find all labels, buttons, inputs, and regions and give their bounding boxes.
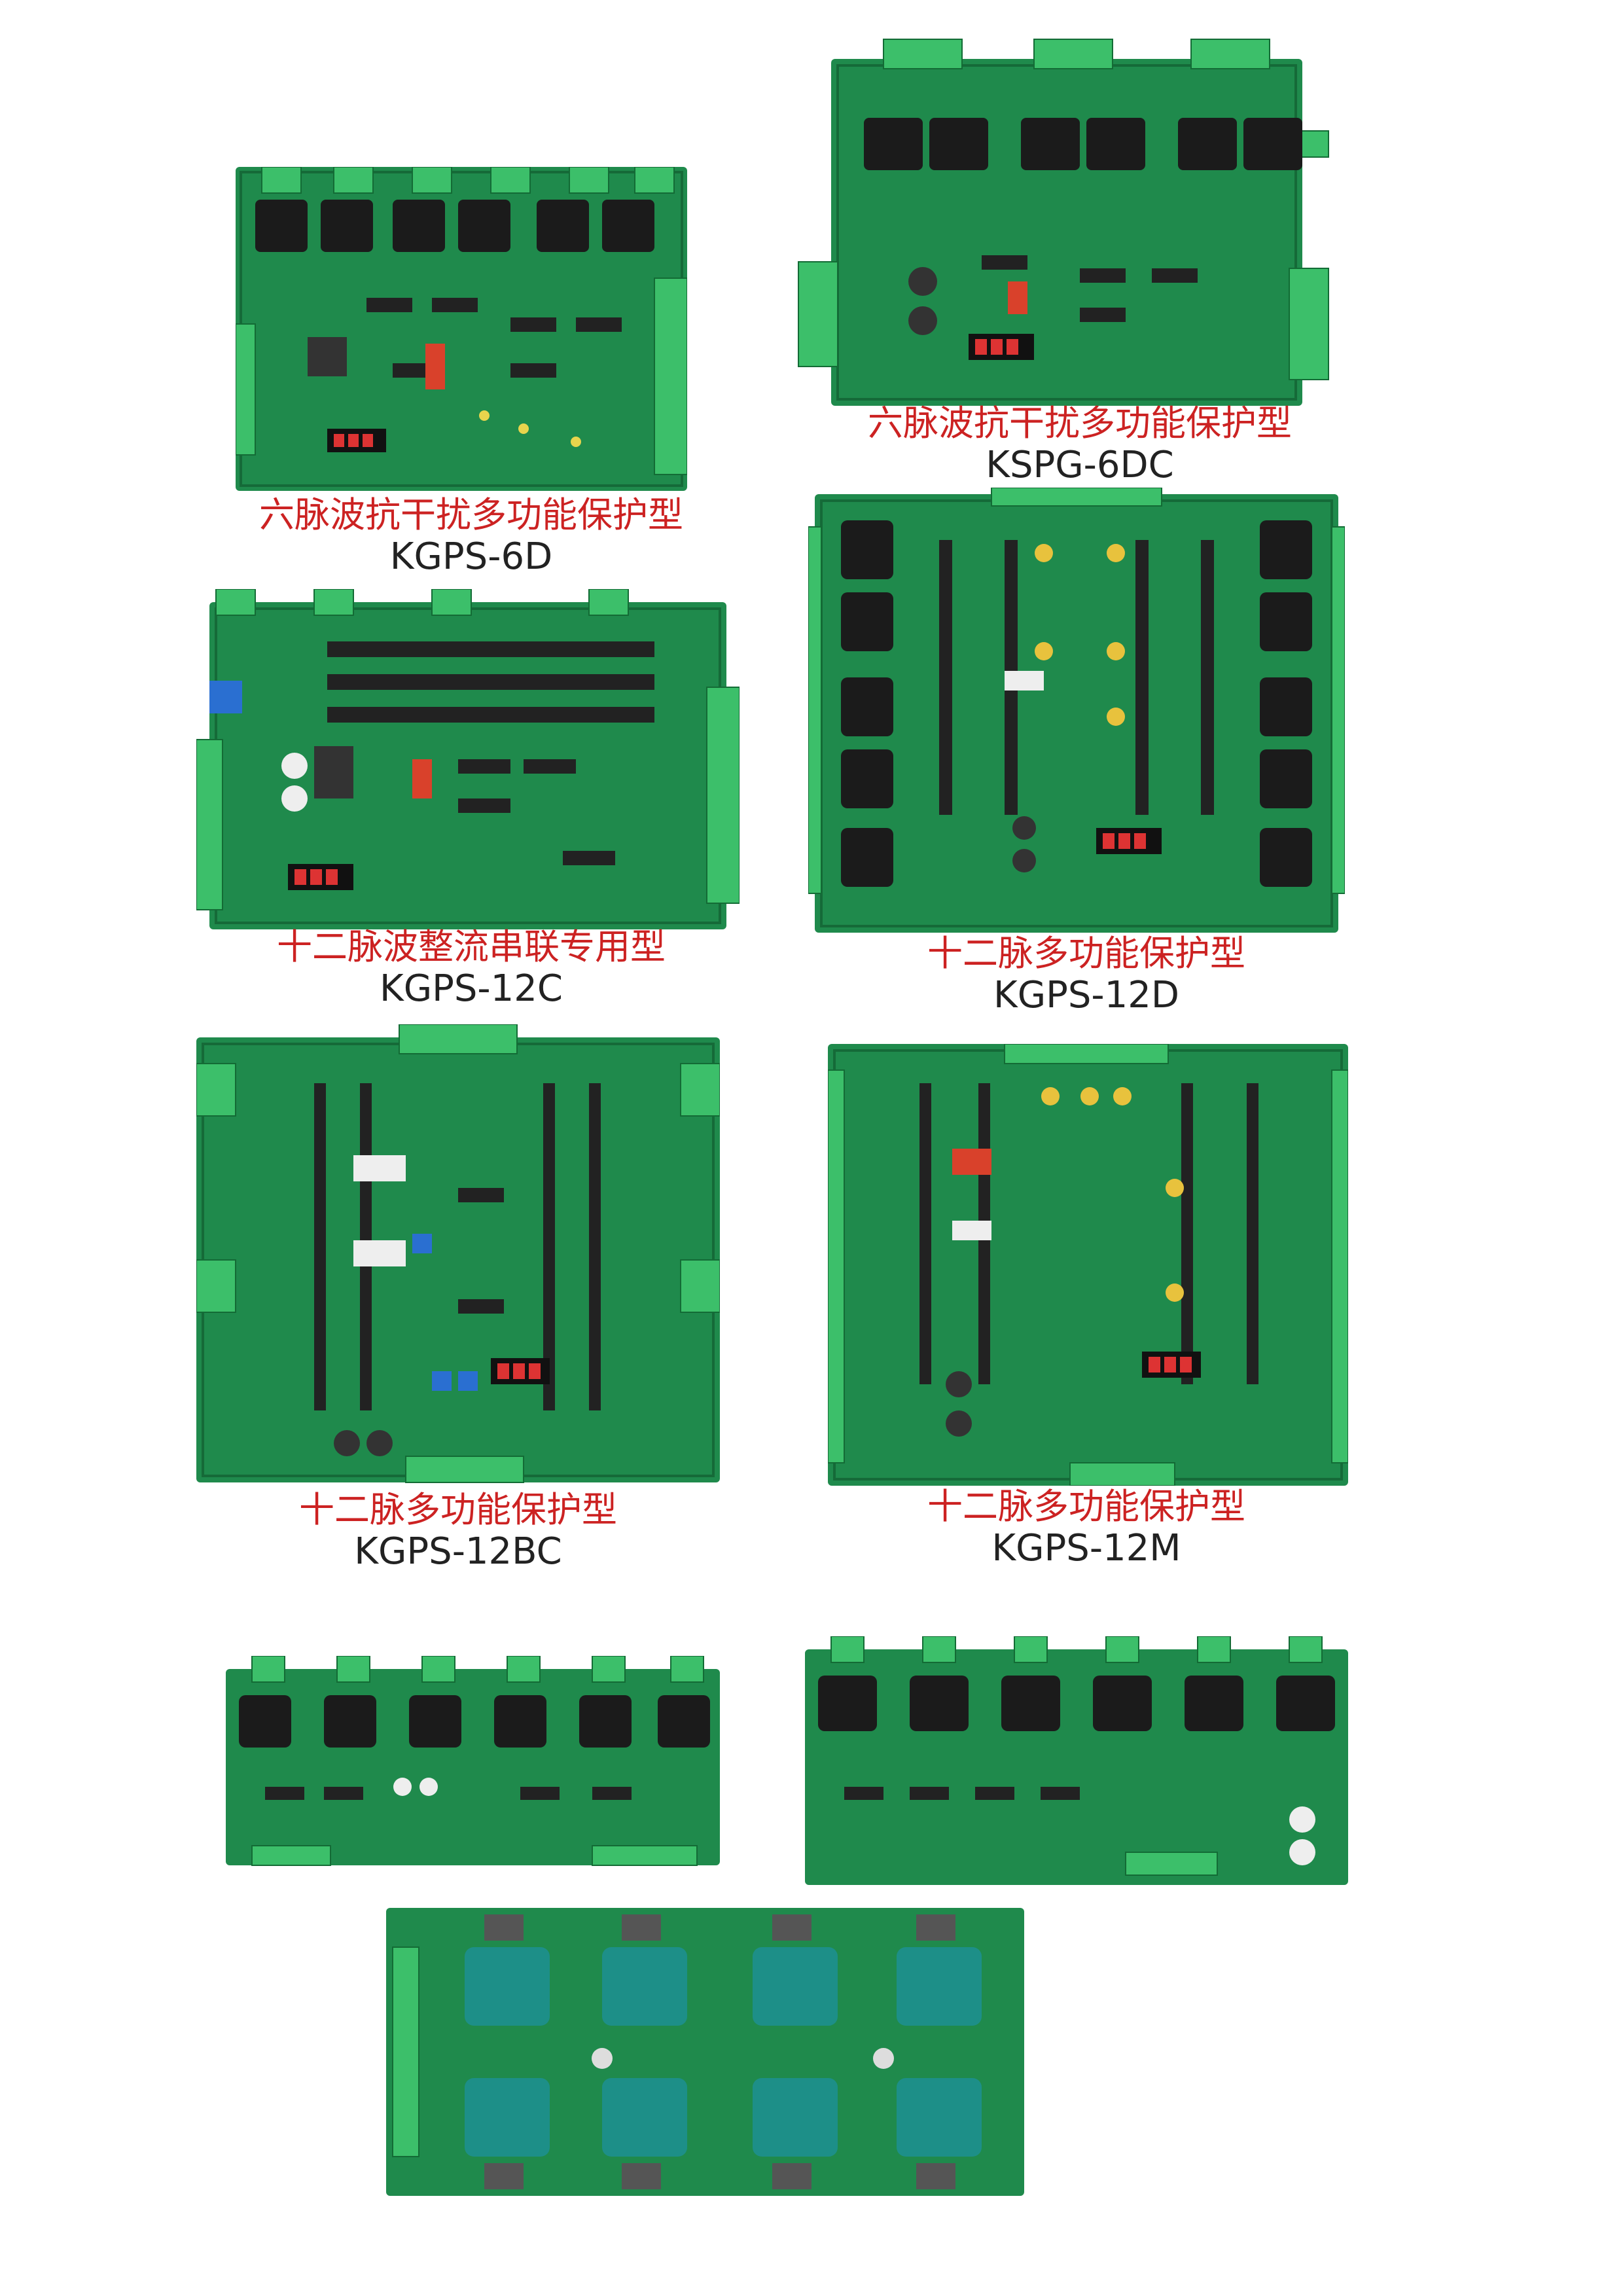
- caption-model: KSPG-6DC: [986, 444, 1174, 486]
- caption-kgps-12bc: 十二脉多功能保护型 KGPS-12BC: [216, 1489, 700, 1573]
- caption-cn: 十二脉多功能保护型: [927, 933, 1245, 974]
- caption-cn: 六脉波抗干扰多功能保护型: [259, 494, 683, 535]
- caption-kgps-12c: 十二脉波整流串联专用型 KGPS-12C: [216, 926, 726, 1010]
- caption-cn: 六脉波抗干扰多功能保护型: [868, 403, 1292, 444]
- caption-cn: 十二脉波整流串联专用型: [277, 926, 666, 967]
- caption-model: KGPS-12M: [991, 1527, 1181, 1570]
- board-photo-trigger-right: [805, 1636, 1348, 1888]
- board-photo-kgps-12c: [196, 589, 740, 936]
- caption-cn: 十二脉多功能保护型: [927, 1486, 1245, 1527]
- caption-kspg-6dc: 六脉波抗干扰多功能保护型 KSPG-6DC: [831, 403, 1329, 486]
- board-photo-pulse-transformer: [386, 1908, 1024, 2196]
- caption-cn: 十二脉多功能保护型: [299, 1489, 617, 1530]
- caption-kgps-6d: 六脉波抗干扰多功能保护型 KGPS-6D: [223, 494, 720, 578]
- caption-model: KGPS-12D: [993, 974, 1180, 1016]
- board-photo-kgps-6d: [236, 167, 687, 491]
- board-photo-kgps-12bc: [196, 1024, 720, 1486]
- board-photo-trigger-left: [226, 1656, 720, 1872]
- caption-model: KGPS-12BC: [354, 1530, 562, 1573]
- caption-kgps-12d: 十二脉多功能保护型 KGPS-12D: [844, 933, 1329, 1016]
- caption-model: KGPS-6D: [389, 535, 553, 578]
- board-photo-kgps-12d: [808, 488, 1345, 939]
- caption-kgps-12m: 十二脉多功能保护型 KGPS-12M: [844, 1486, 1329, 1570]
- board-photo-kgps-12m: [828, 1044, 1348, 1486]
- caption-model: KGPS-12C: [380, 967, 563, 1010]
- board-photo-kspg-6dc: [785, 33, 1348, 409]
